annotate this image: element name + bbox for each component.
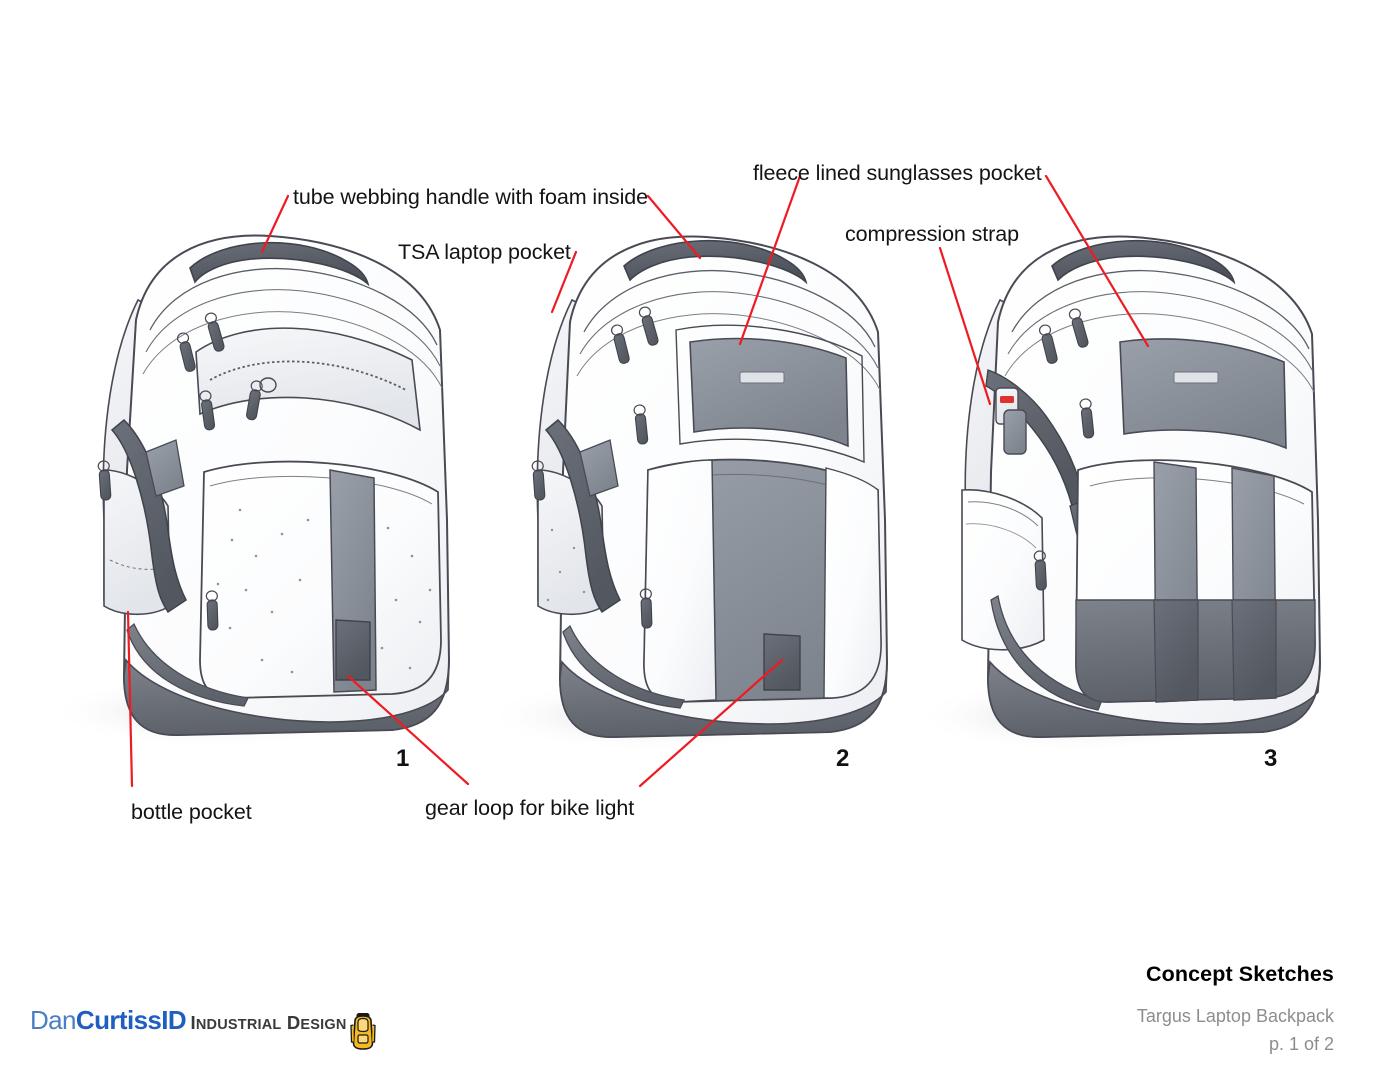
logo-line-primary: DanCurtissID xyxy=(30,1005,187,1035)
logo-name-bold: CurtissID xyxy=(75,1005,187,1035)
leader-bottle-pocket xyxy=(126,610,134,788)
leader-lines xyxy=(126,174,1150,788)
leader-sunglasses-left xyxy=(738,174,802,346)
backpack-icon xyxy=(348,1009,378,1058)
footer: Concept Sketches Targus Laptop Backpack … xyxy=(1137,962,1334,1055)
leader-sunglasses-right xyxy=(1044,174,1150,348)
footer-page-number: p. 1 of 2 xyxy=(1268,1034,1334,1054)
logo-name-light: Dan xyxy=(30,1005,77,1035)
footer-project-name: Targus Laptop Backpack xyxy=(1136,1006,1334,1026)
leader-tube-webbing-right xyxy=(646,194,702,260)
sketch-backpack-2 xyxy=(485,235,889,752)
annotation-gear-loop-for-bike-light: gear loop for bike light xyxy=(425,796,635,820)
annotation-bottle-pocket: bottle pocket xyxy=(131,800,252,824)
callout-number-2: 2 xyxy=(836,745,850,772)
logo-tagline-d: D xyxy=(286,1012,301,1033)
logo-wordmark: DanCurtissID INDUSTRIAL DESIGN xyxy=(30,1007,347,1033)
leader-gear-loop-1 xyxy=(346,674,470,786)
leader-gear-loop-2 xyxy=(638,658,784,788)
annotation-compression-strap: compression strap xyxy=(845,222,1019,246)
logo-tagline-esign: ESIGN xyxy=(300,1017,347,1033)
annotation-tsa-laptop-pocket: TSA laptop pocket xyxy=(398,240,571,264)
leader-compression-strap xyxy=(938,246,992,406)
annotation-tube-webbing-handle: tube webbing handle with foam inside xyxy=(293,185,648,209)
footer-title: Concept Sketches xyxy=(1146,962,1334,986)
callout-number-1: 1 xyxy=(396,745,410,772)
logo-line-tagline: INDUSTRIAL DESIGN xyxy=(191,1012,347,1033)
sketch-backpack-3 xyxy=(912,235,1322,752)
logo-tagline-i: I xyxy=(190,1012,196,1033)
annotation-fleece-lined-sunglasses-pocket: fleece lined sunglasses pocket xyxy=(753,161,1042,185)
callout-number-3: 3 xyxy=(1264,745,1278,772)
sketch-backpack-1 xyxy=(50,234,451,748)
leader-tsa-laptop-pocket xyxy=(550,250,578,314)
logo: DanCurtissID INDUSTRIAL DESIGN xyxy=(30,1007,378,1058)
leader-tube-webbing-left xyxy=(260,194,290,254)
logo-tagline-ndustrial: NDUSTRIAL xyxy=(195,1017,282,1033)
